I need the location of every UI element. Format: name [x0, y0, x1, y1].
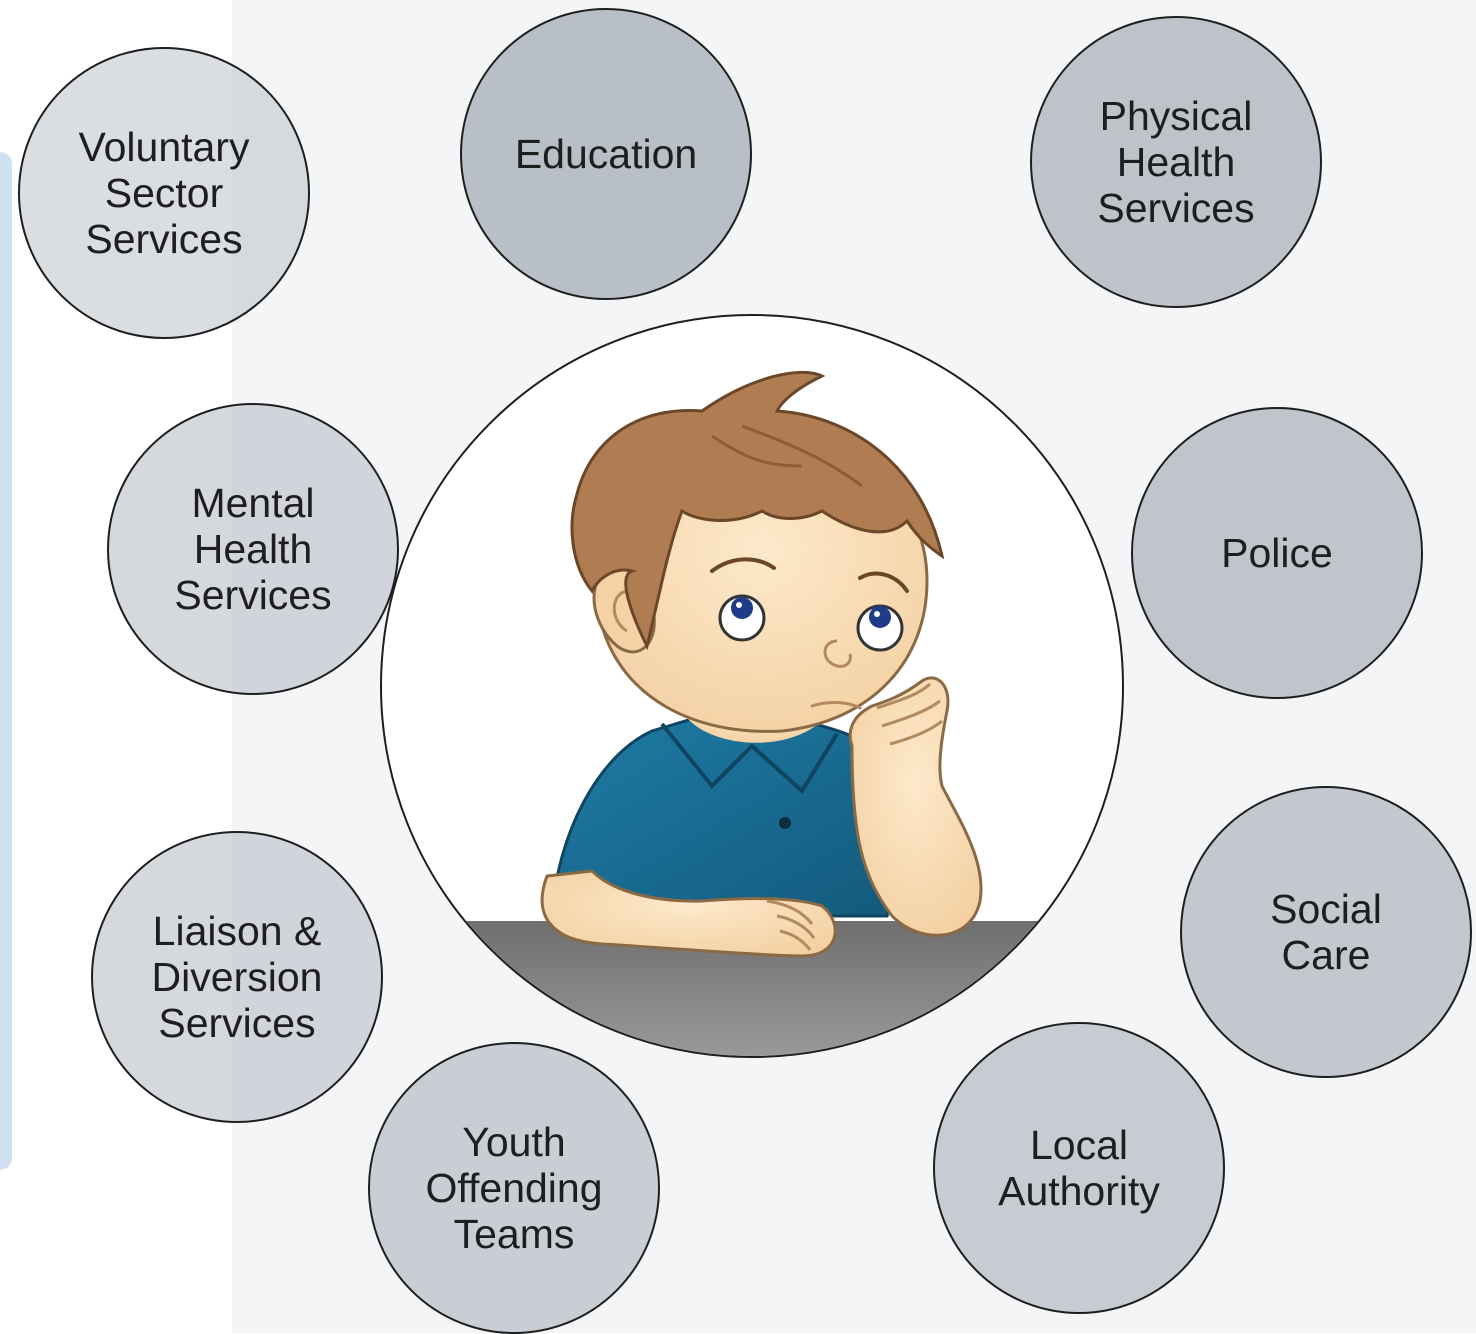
- bubble-label: Physical Health Services: [1097, 93, 1255, 231]
- bubble-voluntary-sector-services: Voluntary Sector Services: [18, 47, 310, 339]
- mouth: [810, 701, 862, 710]
- side-accent-bar: [0, 152, 12, 1170]
- table-top: [384, 921, 1122, 1056]
- thoughtful-child-illustration: [384, 370, 1122, 1056]
- right-eyebrow: [858, 571, 909, 593]
- hair: [570, 370, 945, 651]
- bubble-police: Police: [1131, 407, 1423, 699]
- bubble-youth-offending-teams: Youth Offending Teams: [368, 1042, 660, 1334]
- bubble-label: Voluntary Sector Services: [78, 124, 250, 262]
- bubble-label: Local Authority: [998, 1122, 1160, 1214]
- left-hand-fingers: [766, 899, 816, 951]
- left-arm: [540, 869, 837, 958]
- bubble-label: Liaison & Diversion Services: [151, 908, 323, 1046]
- bubble-label: Social Care: [1270, 886, 1382, 978]
- bubble-label: Youth Offending Teams: [425, 1119, 603, 1257]
- central-child-circle: [380, 314, 1124, 1058]
- bubble-label: Police: [1221, 530, 1333, 576]
- bubble-social-care: Social Care: [1180, 786, 1472, 1078]
- right-arm: [848, 676, 983, 937]
- bubble-label: Education: [514, 131, 698, 177]
- left-eyebrow: [710, 557, 776, 573]
- bubble-education: Education: [460, 8, 752, 300]
- bubble-label: Mental Health Services: [174, 480, 332, 618]
- bubble-liaison-diversion-services: Liaison & Diversion Services: [91, 831, 383, 1123]
- bubble-physical-health-services: Physical Health Services: [1030, 16, 1322, 308]
- nose: [823, 639, 852, 668]
- right-hand-fingers: [876, 682, 943, 746]
- shirt-collar: [660, 722, 839, 795]
- shirt-button: [779, 817, 791, 829]
- bubble-mental-health-services: Mental Health Services: [107, 403, 399, 695]
- bubble-local-authority: Local Authority: [933, 1022, 1225, 1314]
